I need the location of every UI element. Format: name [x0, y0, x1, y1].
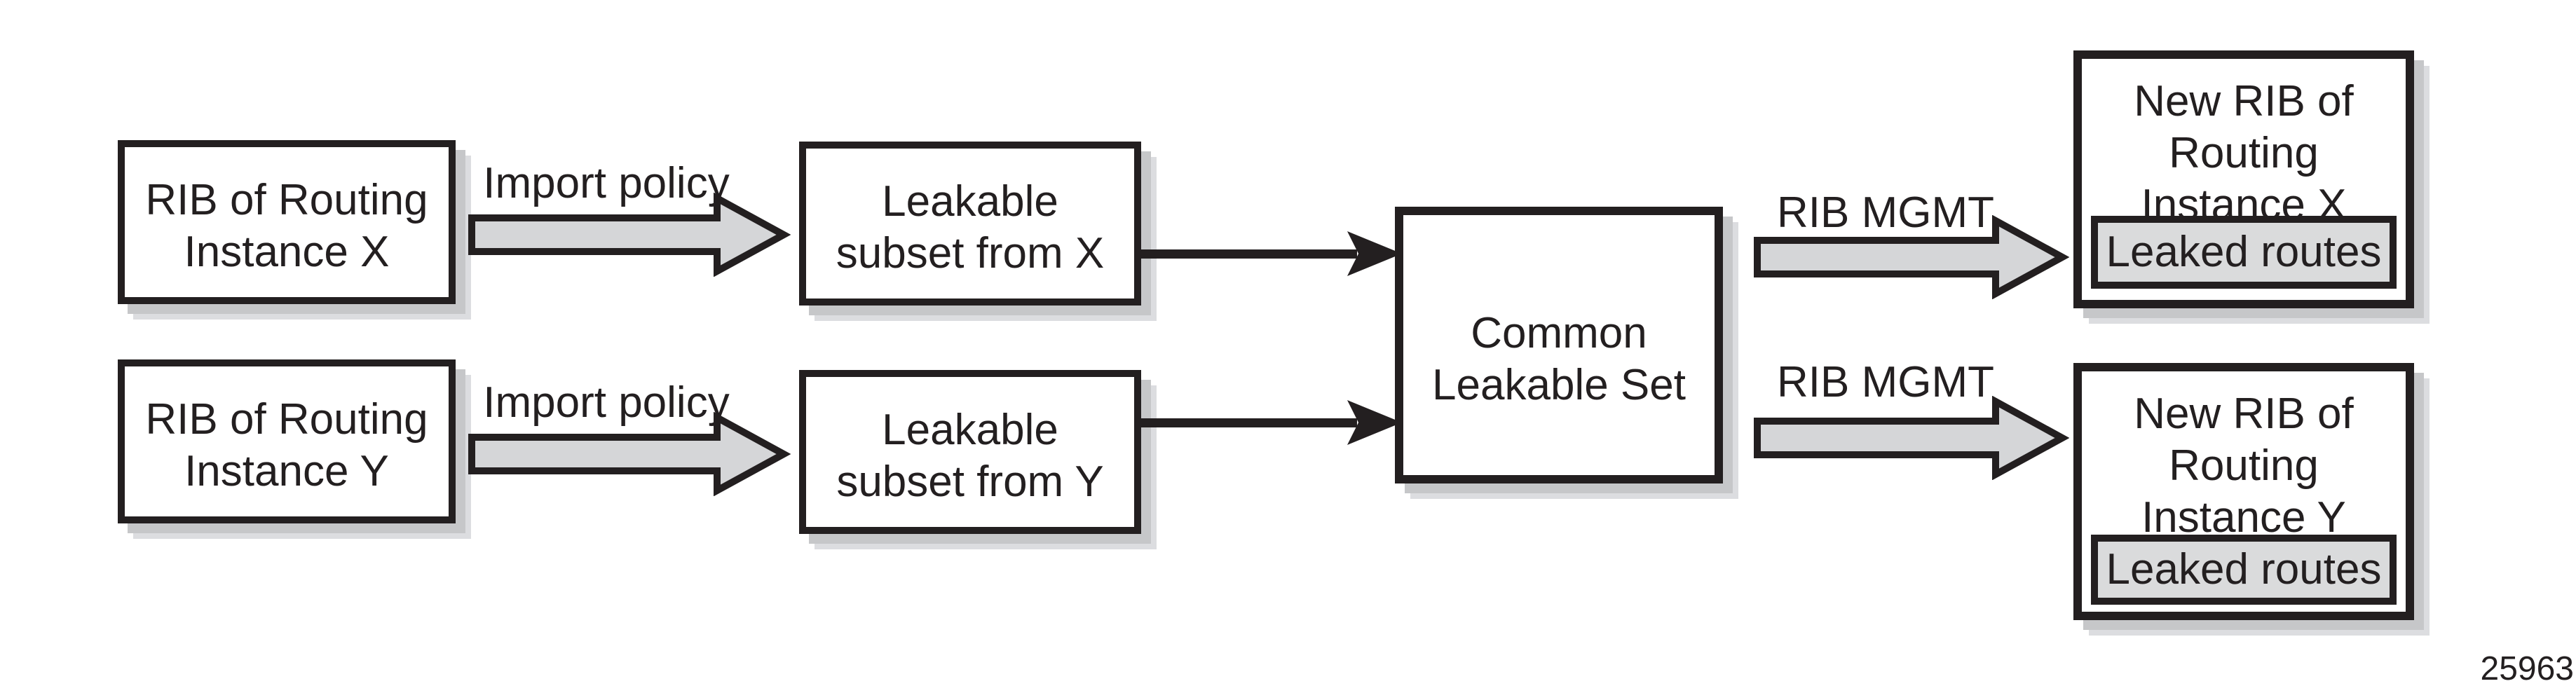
box-label-line: Leakable Set	[1432, 360, 1686, 409]
rib-mgmt-arrow-x-icon	[1754, 215, 2069, 299]
box-label-line: RIB of Routing	[145, 395, 428, 444]
rib-mgmt-arrow-y-icon	[1754, 396, 2069, 480]
box-label-line: Leakable	[882, 406, 1058, 454]
arrow-head	[1347, 231, 1402, 276]
box-label-line: Instance X	[184, 228, 390, 276]
import-policy-arrow-y-icon	[468, 412, 791, 496]
box-label-line: Instance Y	[184, 447, 389, 495]
box-label-line: Leakable	[882, 177, 1058, 226]
box-label-line: New RIB of	[2134, 390, 2354, 438]
leaked-routes-panel-y: Leaked routes	[2091, 535, 2397, 605]
arrow-line	[1141, 249, 1357, 259]
figure-number: 25963	[2480, 650, 2574, 687]
box-rib-of-routing-instance-y: RIB of Routing Instance Y	[118, 359, 456, 523]
arrow-line	[1141, 418, 1357, 427]
box-rib-of-routing-instance-x: RIB of Routing Instance X	[118, 140, 456, 304]
arrow-shape	[1754, 215, 2069, 299]
import-policy-arrow-x-icon	[468, 193, 791, 277]
connector-arrow-y-icon	[1141, 400, 1402, 445]
arrow-head	[1347, 400, 1402, 445]
rib-mgmt-label-y: RIB MGMT	[1777, 358, 1994, 406]
box-label-line: Routing	[2169, 441, 2319, 490]
box-leakable-subset-from-x: Leakable subset from X	[799, 142, 1141, 306]
box-new-rib-of-routing-instance-x: New RIB of Routing Instance X Leaked rou…	[2073, 50, 2414, 308]
box-label-line: subset from X	[836, 229, 1105, 277]
box-leakable-subset-from-y: Leakable subset from Y	[799, 370, 1141, 534]
box-label-line: subset from Y	[836, 458, 1104, 506]
leaked-routes-panel-x: Leaked routes	[2091, 216, 2397, 289]
arrow-shape	[1754, 396, 2069, 480]
box-label-line: Routing	[2169, 129, 2319, 177]
arrow-shape	[468, 412, 791, 496]
box-label-line: New RIB of	[2134, 77, 2354, 125]
import-policy-label-y: Import policy	[483, 378, 730, 427]
box-label-line: Common	[1471, 308, 1647, 357]
import-policy-label-x: Import policy	[483, 159, 730, 207]
box-new-rib-of-routing-instance-y: New RIB of Routing Instance Y Leaked rou…	[2073, 363, 2414, 620]
box-label-line: RIB of Routing	[145, 176, 428, 224]
arrow-shape	[468, 193, 791, 277]
box-common-leakable-set: Common Leakable Set	[1395, 207, 1723, 483]
rib-mgmt-label-x: RIB MGMT	[1777, 188, 1994, 237]
connector-arrow-x-icon	[1141, 231, 1402, 276]
box-label-line: Instance Y	[2141, 493, 2346, 542]
